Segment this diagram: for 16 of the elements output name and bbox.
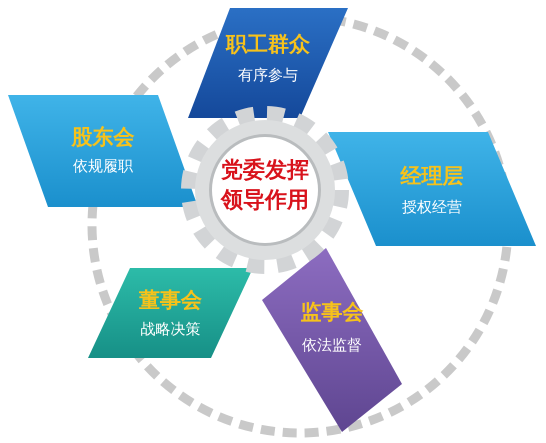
parallelogram-card (328, 132, 536, 246)
card-title: 职工群众 (226, 31, 310, 58)
parallelogram-card (188, 8, 348, 118)
card-subtitle: 有序参与 (238, 66, 298, 85)
card-subtitle: 授权经营 (402, 198, 462, 217)
card-title: 股东会 (72, 124, 134, 151)
card-title: 董事会 (139, 287, 202, 314)
parallelogram-card (262, 248, 402, 432)
card-subtitle: 战略决策 (140, 320, 200, 339)
parallelogram-card (8, 95, 198, 207)
card-title: 经理层 (400, 163, 464, 190)
parallelogram-card (88, 268, 253, 358)
center-label: 党委发挥领导作用 (220, 157, 310, 215)
card-title: 监事会 (300, 299, 364, 326)
card-subtitle: 依法监督 (302, 336, 362, 355)
card-subtitle: 依规履职 (73, 157, 133, 176)
